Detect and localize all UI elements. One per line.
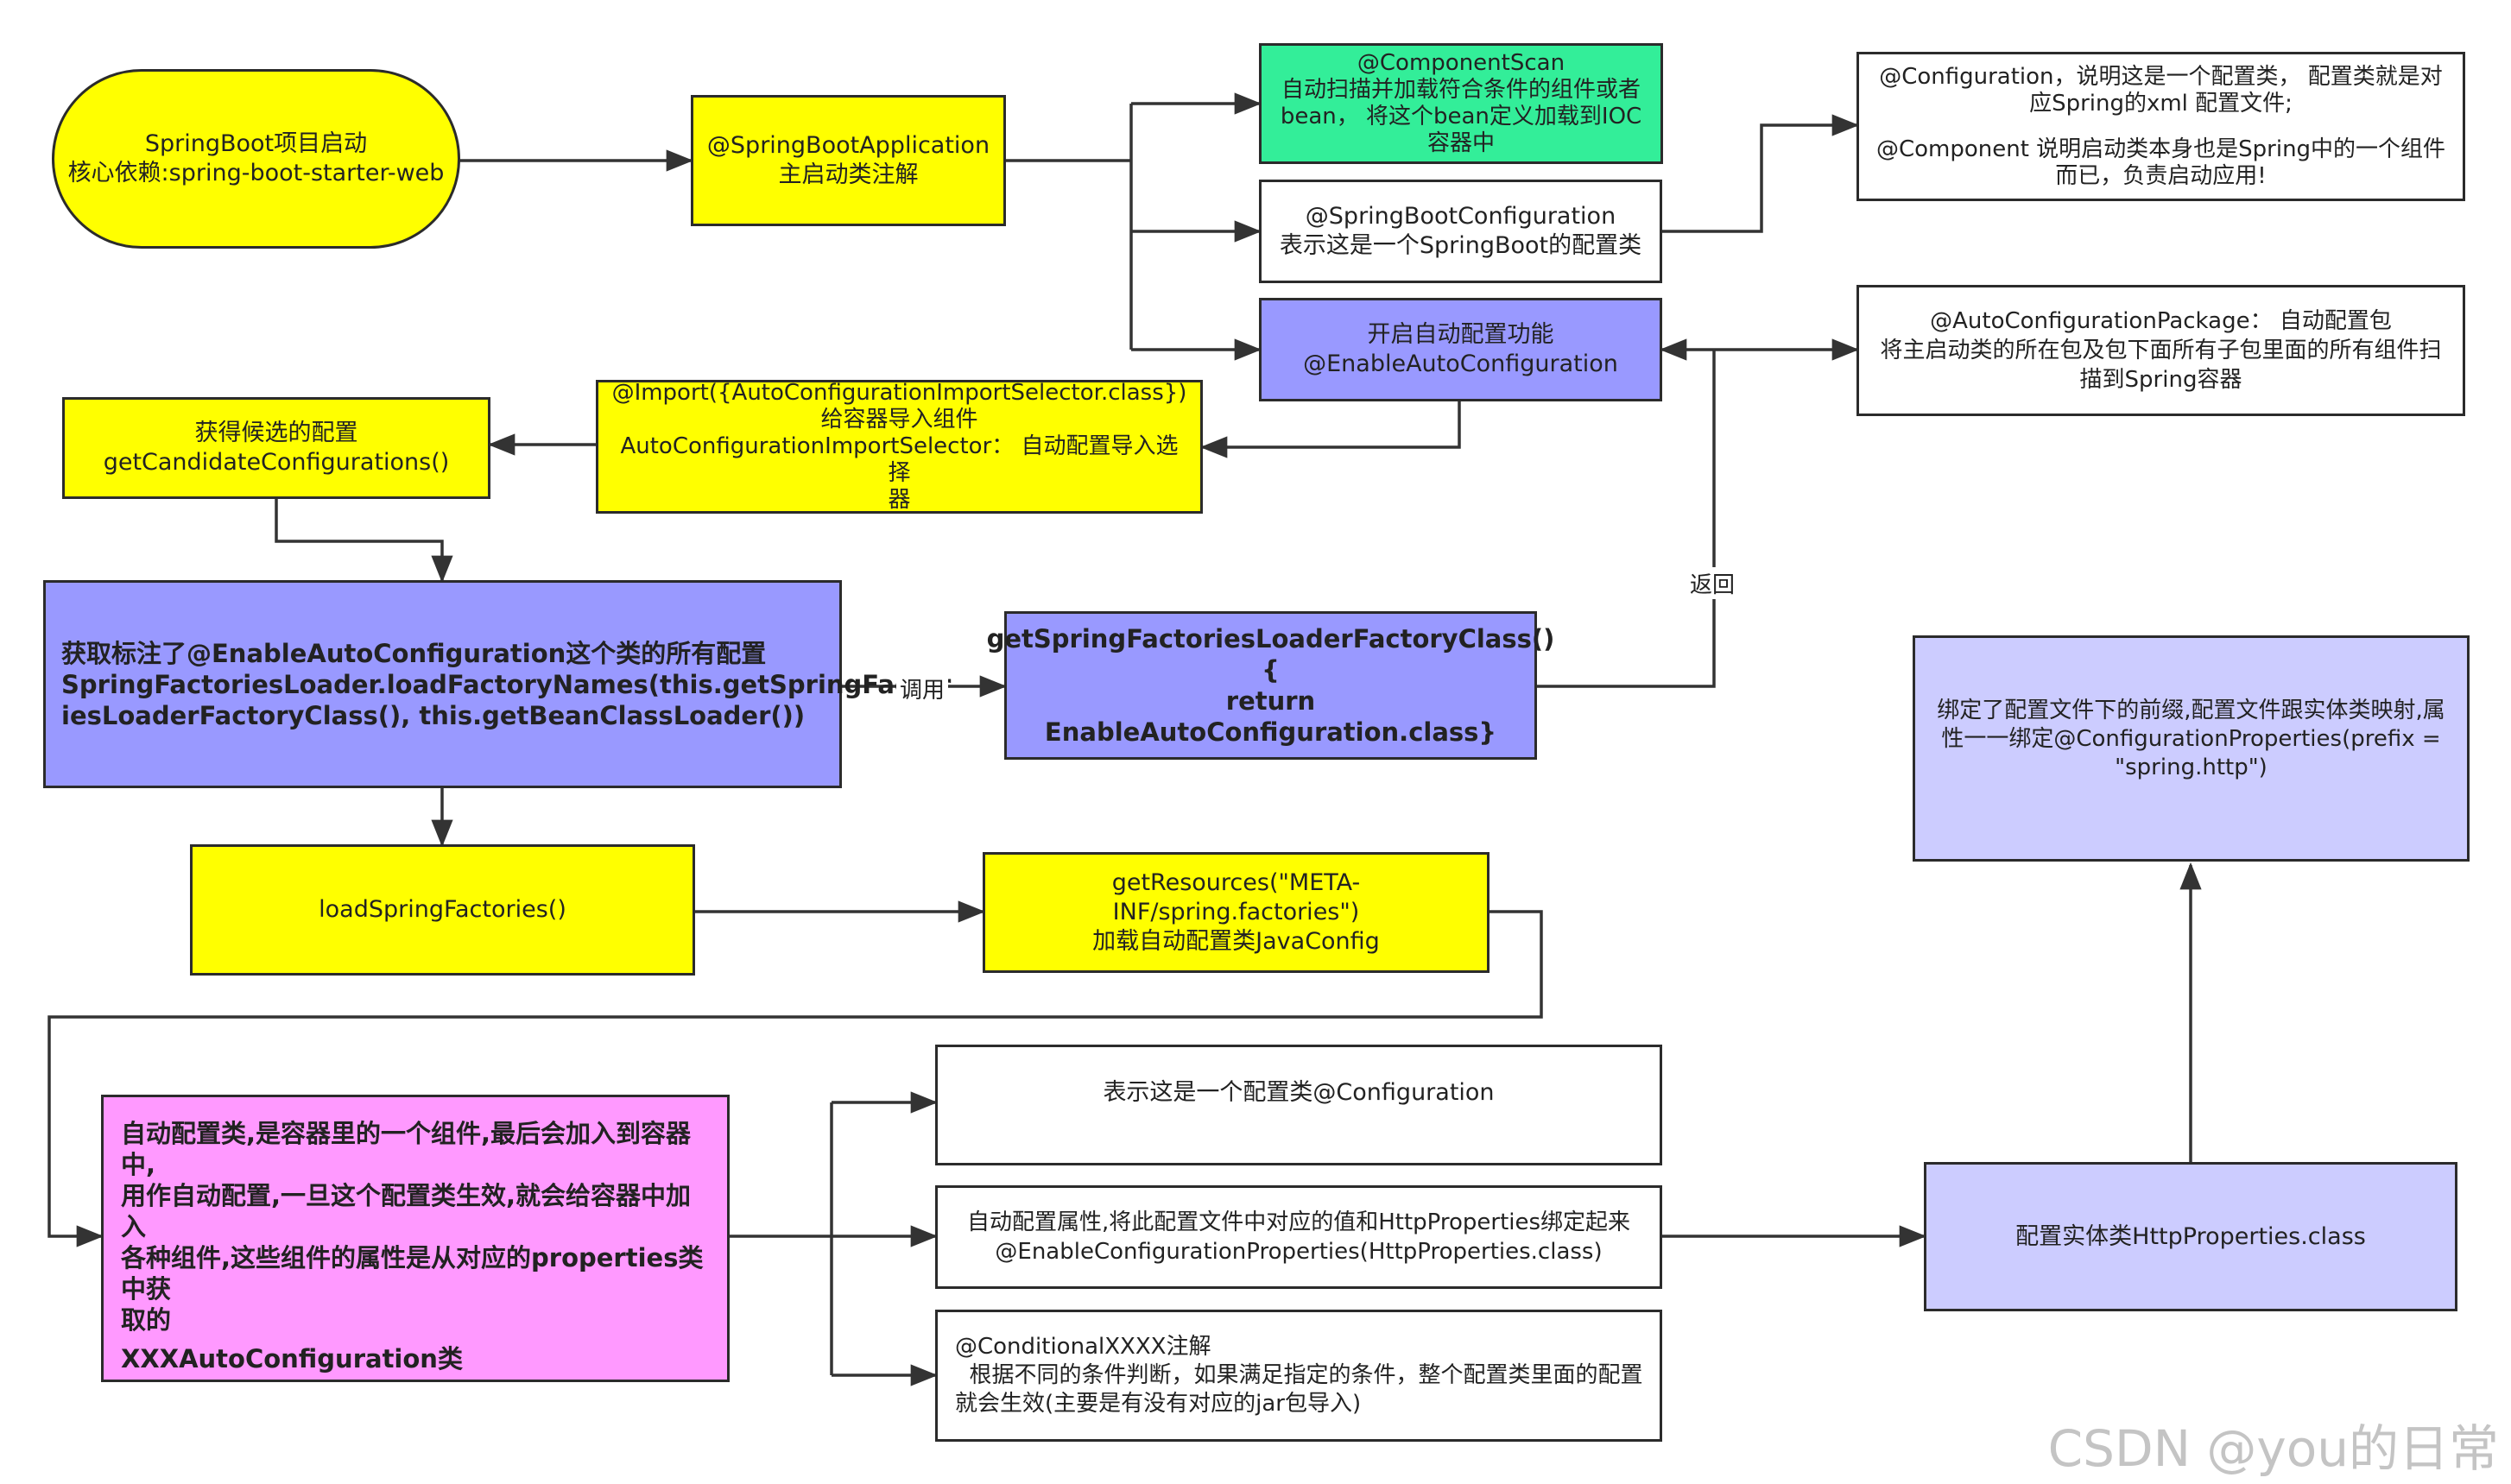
pkg-line-2: 将主启动类的所在包及包下面所有子包里面的所有组件扫 [1880,338,2442,363]
springbootconfiguration-node: @SpringBootConfiguration 表示这是一个SpringBoo… [1259,180,1662,283]
import-line-4: 器 [888,487,911,513]
configuration-note-node: @Configuration，说明这是一个配置类， 配置类就是对 应Spring… [1856,52,2465,201]
cscan-line-2: 自动扫描并加载符合条件的组件或者 [1281,77,1641,103]
arrow-getres-to-autoconf [47,910,1543,1247]
cscan-line-1: @ComponentScan [1357,50,1565,76]
confnote-line-1: @Configuration，说明这是一个配置类， 配置类就是对 [1879,63,2443,90]
bind-line-2: 性一一绑定@ConfigurationProperties(prefix = [1941,726,2441,752]
arrow-return-to-enable [1537,350,1716,688]
import-line-2: 给容器导入组件 [820,407,978,433]
confnote-line-5: 而已，负责启动应用! [2055,162,2267,189]
loadspringfactories-node: loadSpringFactories() [190,844,695,976]
enableprops-line-1: 自动配置属性,将此配置文件中对应的值和HttpProperties绑定起来 [966,1209,1631,1235]
sba-line-1: @SpringBootApplication [706,132,990,159]
sbconf-line-1: @SpringBootConfiguration [1305,203,1616,230]
pkg-line-1: @AutoConfigurationPackage： 自动配置包 [1930,308,2392,334]
getres-line-2: 加载自动配置类JavaConfig [1092,928,1380,955]
autoconf-line-3: 各种组件,这些组件的属性是从对应的properties类中获 [121,1243,704,1304]
loadnames-line-3: iesLoaderFactoryClass(), this.getBeanCla… [61,700,806,730]
cscan-line-4: 容器中 [1426,130,1495,156]
httpprops-line-1: 配置实体类HttpProperties.class [2015,1222,2366,1250]
start-line-1: SpringBoot项目启动 [144,130,368,157]
httpproperties-node: 配置实体类HttpProperties.class [1924,1162,2457,1311]
enableautoconfiguration-node: 开启自动配置功能 @EnableAutoConfiguration [1259,298,1662,401]
autoconf-line-4: 取的 [121,1305,172,1335]
start-line-2: 核心依赖:spring-boot-starter-web [67,160,445,186]
enableconfigurationproperties-node: 自动配置属性,将此配置文件中对应的值和HttpProperties绑定起来 @E… [935,1185,1662,1289]
springboot-start-node: SpringBoot项目启动 核心依赖:spring-boot-starter-… [52,69,460,249]
getspringfactoriesloaderfactoryclass-node: getSpringFactoriesLoaderFactoryClass(){ … [987,611,1554,760]
loadfactorynames-node: 获取标注了@EnableAutoConfiguration这个类的所有配置 Sp… [43,580,951,788]
sbconf-line-2: 表示这是一个SpringBoot的配置类 [1279,232,1642,259]
sba-line-2: 主启动类注解 [778,161,919,188]
conditional-line-2: 根据不同的条件判断，如果满足指定的条件，整个配置类里面的配置 [955,1362,1643,1388]
loadnames-line-2: SpringFactoriesLoader.loadFactoryNames(t… [61,669,952,699]
arrow-enable-to-import [1199,401,1461,458]
isconf-line-1: 表示这是一个配置类@Configuration [1103,1079,1495,1106]
edge-label-return: 返回 [1686,567,1739,599]
getres-line-1: getResources("META-INF/spring.factories"… [1111,869,1361,925]
confnote-line-2: 应Spring的xml 配置文件; [2029,90,2293,117]
autoconfigurationpackage-node: @AutoConfigurationPackage： 自动配置包 将主启动类的所… [1856,285,2465,416]
conditional-line-1: @ConditionalXXXX注解 [955,1334,1211,1360]
cscan-line-3: bean， 将这个bean定义加载到IOC [1280,104,1642,129]
watermark: CSDN @you的日常 [2047,1419,2499,1478]
getsfl-line-1: getSpringFactoriesLoaderFactoryClass(){ [986,624,1555,685]
import-line-1: @Import({AutoConfigurationImportSelector… [611,380,1187,406]
candidate-line-2: getCandidateConfigurations() [103,449,450,476]
componentscan-node: @ComponentScan 自动扫描并加载符合条件的组件或者 bean， 将这… [1259,43,1663,164]
import-line-3: AutoConfigurationImportSelector： 自动配置导入选… [620,433,1179,486]
configurationproperties-binding-node: 绑定了配置文件下的前缀,配置文件跟实体类映射,属 性一一绑定@Configura… [1913,635,2470,862]
edge-label-call: 调用 [896,673,949,704]
conditional-line-3: 就会生效(主要是有没有对应的jar包导入) [955,1391,1362,1417]
import-selector-node: @Import({AutoConfigurationImportSelector… [596,380,1203,514]
xxxautoconfiguration-node: 自动配置类,是容器里的一个组件,最后会加入到容器中, 用作自动配置,一旦这个配置… [101,1095,730,1382]
arrow-sbconfig-to-note [1662,114,1860,233]
pkg-line-3: 描到Spring容器 [2079,367,2242,393]
enableprops-line-2: @EnableConfigurationProperties(HttpPrope… [995,1239,1603,1265]
arrow-candidate-to-loadnames [275,499,453,584]
bind-line-1: 绑定了配置文件下的前缀,配置文件跟实体类映射,属 [1937,698,2445,723]
is-configuration-node: 表示这是一个配置类@Configuration [935,1045,1662,1165]
autoconf-line-7: XXXAutoConfiguration类 [121,1344,463,1373]
getresources-node: getResources("META-INF/spring.factories"… [983,852,1490,973]
getsfl-line-2: return EnableAutoConfiguration.class} [1044,686,1497,747]
autoconf-line-1: 自动配置类,是容器里的一个组件,最后会加入到容器中, [121,1119,692,1179]
bind-line-3: "spring.http") [2115,755,2267,780]
candidate-line-1: 获得候选的配置 [194,420,358,446]
loadsf-line-1: loadSpringFactories() [319,896,566,923]
springbootapplication-node: @SpringBootApplication 主启动类注解 [691,95,1006,226]
candidate-configurations-node: 获得候选的配置 getCandidateConfigurations() [62,397,490,499]
conditional-node: @ConditionalXXXX注解 根据不同的条件判断，如果满足指定的条件，整… [935,1310,1662,1442]
enable-line-1: 开启自动配置功能 [1367,321,1554,348]
autoconf-line-2: 用作自动配置,一旦这个配置类生效,就会给容器中加入 [121,1181,692,1241]
confnote-line-4: @Component 说明启动类本身也是Spring中的一个组件 [1875,136,2446,162]
enable-line-2: @EnableAutoConfiguration [1303,350,1618,377]
loadnames-line-1: 获取标注了@EnableAutoConfiguration这个类的所有配置 [61,638,767,668]
